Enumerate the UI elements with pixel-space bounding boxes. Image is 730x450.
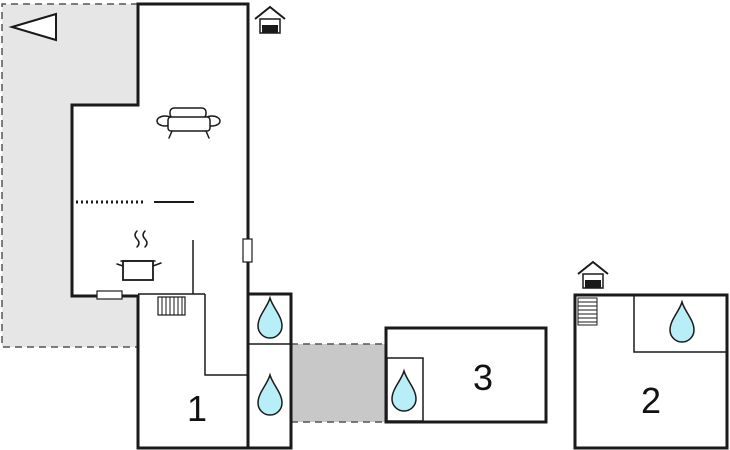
room-2-building [573,293,729,450]
house-entrance-icon [577,260,609,289]
room-label-3: 3 [473,357,493,398]
water-drop-icon [669,299,695,343]
terrace-area [1,3,138,348]
stairs-icon [577,297,598,326]
water-drop-icon [257,295,283,339]
cooking-pot-icon [116,230,162,281]
main-building-walls [70,2,293,450]
house-entrance-icon [254,5,286,34]
water-drop-icon [257,372,283,416]
room-label-2: 2 [641,380,661,421]
sofa-icon [156,107,221,139]
water-drop-icon [391,368,417,412]
covered-passage [291,343,386,423]
north-arrow-icon [8,12,57,42]
radiator-icon [157,296,186,316]
room-3-building [384,326,548,424]
room-label-1: 1 [187,388,207,429]
